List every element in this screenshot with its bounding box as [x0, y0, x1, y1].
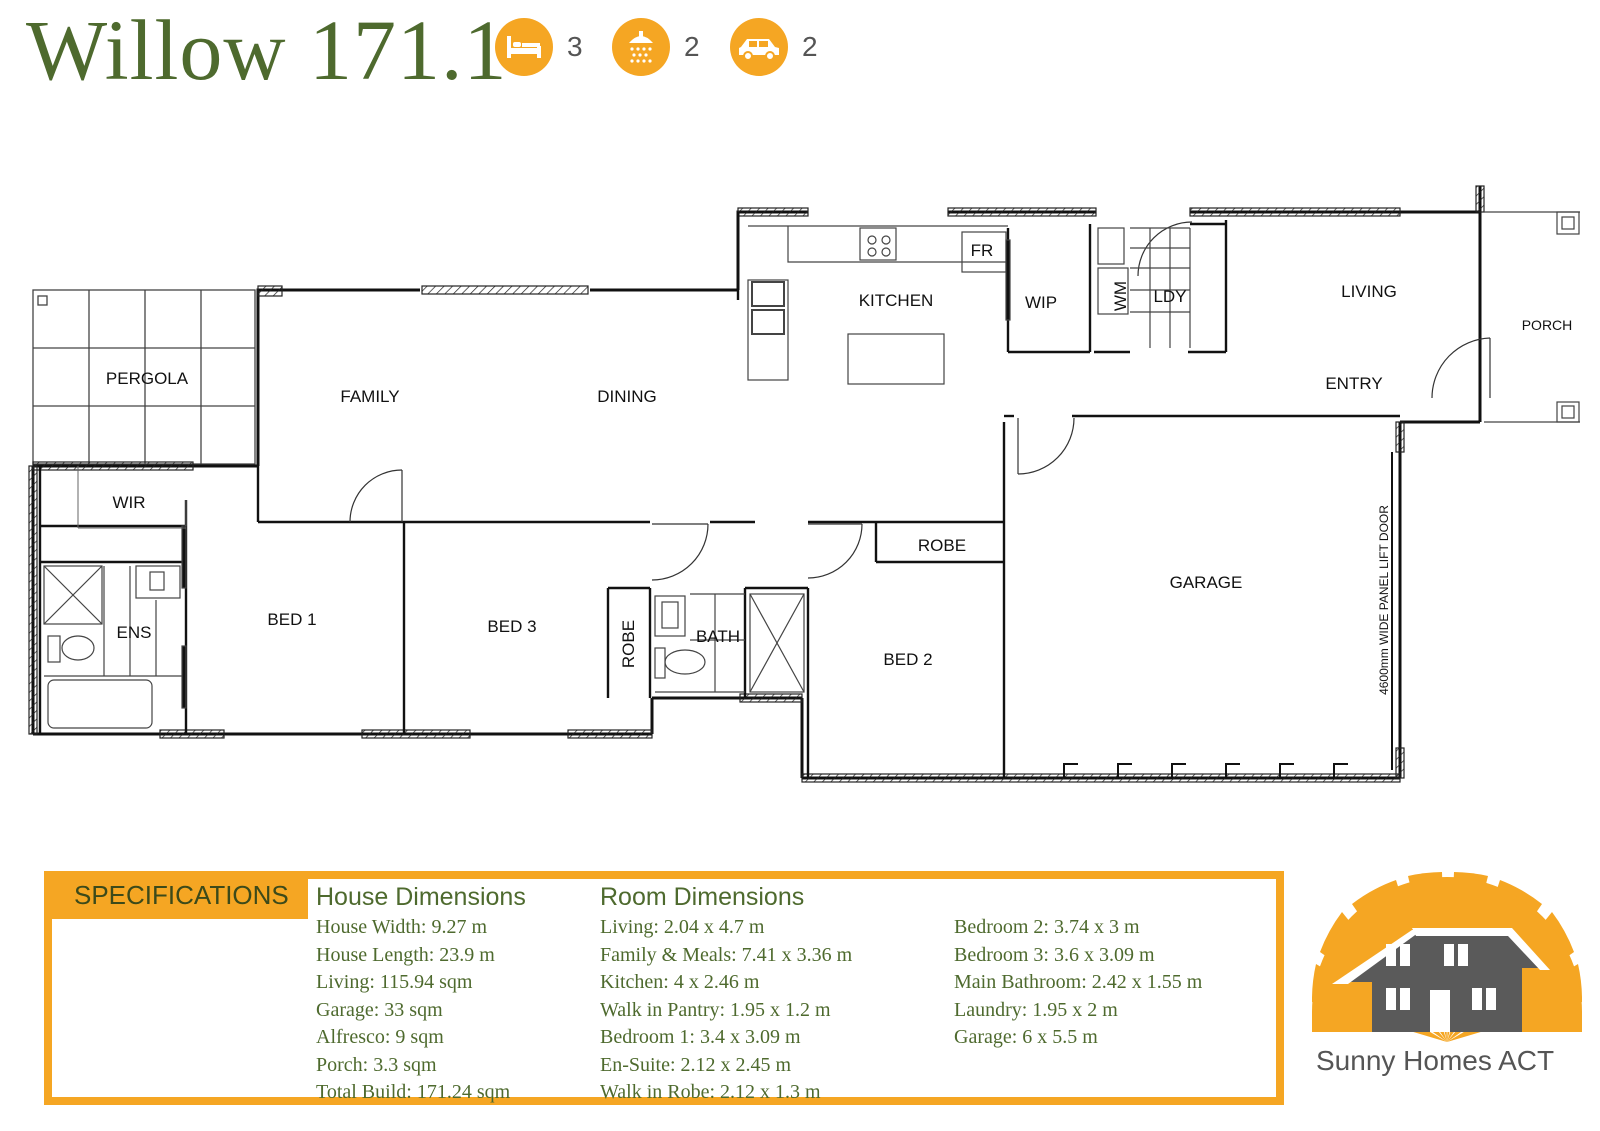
house-dim-row: Garage: 33 sqm: [316, 998, 443, 1021]
room-dim-row: Kitchen: 4 x 2.46 m: [600, 971, 760, 993]
house-dimensions-heading: House Dimensions: [316, 883, 526, 911]
room-dim-row: Bedroom 1: 3.4 x 3.09 m: [600, 1026, 801, 1048]
label-dining: DINING: [597, 387, 657, 406]
room-dimensions: Room Dimensions Living: 2.04 x 4.7 m Fam…: [600, 882, 852, 1107]
floor-plan: PERGOLA FAMILY DINING KITCHEN FR WIP WM …: [28, 185, 1580, 783]
label-bed1: BED 1: [267, 610, 316, 629]
label-family: FAMILY: [340, 387, 399, 406]
label-bed3: BED 3: [487, 617, 536, 636]
label-robe-right: ROBE: [918, 536, 966, 555]
plan-title: Willow 171.1: [26, 2, 508, 98]
label-garage-door: 4600mm WIDE PANEL LIFT DOOR: [1377, 505, 1391, 695]
room-dim-row: Main Bathroom: 2.42 x 1.55 m: [954, 971, 1203, 993]
label-ens: ENS: [117, 623, 152, 642]
specifications-title: SPECIFICATIONS: [74, 880, 289, 910]
label-wm: WM: [1111, 281, 1130, 311]
bathrooms-feature: 2: [612, 18, 700, 76]
label-wir: WIR: [112, 493, 145, 512]
label-pergola: PERGOLA: [106, 369, 189, 388]
room-dimensions-2: Bedroom 2: 3.74 x 3 m Bedroom 3: 3.6 x 3…: [954, 914, 1202, 1052]
laundry-fixtures: [1097, 227, 1191, 348]
ensuite-fixtures: [43, 525, 187, 729]
room-dimensions-heading: Room Dimensions: [600, 883, 805, 911]
label-ldy: LDY: [1153, 287, 1186, 306]
pergola-grid: [32, 289, 256, 465]
window-hatches: [28, 185, 1485, 783]
porch-outline: [1484, 211, 1580, 423]
bedrooms-feature: 3: [495, 18, 583, 76]
sunny-homes-logo: [1312, 872, 1582, 1042]
kitchen-fixtures: [747, 225, 1011, 385]
car-icon: [730, 18, 788, 76]
bathroom-fixtures: [654, 593, 805, 693]
label-entry: ENTRY: [1325, 374, 1382, 393]
room-dim-row: Walk in Pantry: 1.95 x 1.2 m: [600, 998, 831, 1021]
specifications-box: [44, 871, 1284, 1105]
house-dim-row: Porch: 3.3 sqm: [316, 1053, 437, 1076]
room-dim-row: Living: 2.04 x 4.7 m: [600, 916, 765, 938]
garage-door-piers: [1063, 452, 1393, 778]
label-wip: WIP: [1025, 293, 1057, 312]
bed-icon: [495, 18, 553, 76]
room-dim-row: Garage: 6 x 5.5 m: [954, 1026, 1098, 1048]
house-dim-row: Living: 115.94 sqm: [316, 971, 473, 993]
room-dim-row: Family & Meals: 7.41 x 3.36 m: [600, 943, 853, 966]
room-dim-row: Bedroom 3: 3.6 x 3.09 m: [954, 943, 1155, 966]
door-swings: [349, 221, 1491, 581]
room-labels: PERGOLA FAMILY DINING KITCHEN FR WIP WM …: [106, 241, 1572, 695]
house-dim-row: House Length: 23.9 m: [316, 943, 495, 966]
label-bed2: BED 2: [883, 650, 932, 669]
internal-walls: [38, 212, 1400, 778]
bathroom-count: 2: [684, 31, 700, 62]
specifications-tab: SPECIFICATIONS: [44, 871, 308, 919]
house-dim-row: House Width: 9.27 m: [316, 916, 488, 938]
garage-feature: 2: [730, 18, 818, 76]
label-fr: FR: [971, 241, 994, 260]
outer-walls: [31, 186, 1482, 780]
room-dim-row: Laundry: 1.95 x 2 m: [954, 998, 1118, 1021]
house-dimensions: House Dimensions House Width: 9.27 m Hou…: [316, 882, 526, 1107]
house-dim-row: Total Build: 171.24 sqm: [316, 1081, 511, 1103]
car-count: 2: [802, 31, 818, 62]
room-dim-row: Bedroom 2: 3.74 x 3 m: [954, 916, 1140, 938]
room-dim-row: En-Suite: 2.12 x 2.45 m: [600, 1053, 792, 1076]
label-bath: BATH: [696, 627, 740, 646]
bedroom-count: 3: [567, 31, 583, 62]
house-icon: [1332, 928, 1550, 1032]
label-kitchen: KITCHEN: [859, 291, 934, 310]
label-robe-left: ROBE: [619, 620, 638, 668]
robe-lines: [77, 466, 187, 529]
brand-name: Sunny Homes ACT: [1316, 1045, 1555, 1076]
label-garage: GARAGE: [1170, 573, 1243, 592]
label-porch: PORCH: [1522, 317, 1573, 333]
house-dim-row: Alfresco: 9 sqm: [316, 1026, 444, 1048]
shower-icon: [612, 18, 670, 76]
room-dim-row: Walk in Robe: 2.12 x 1.3 m: [600, 1081, 821, 1103]
label-living: LIVING: [1341, 282, 1397, 301]
